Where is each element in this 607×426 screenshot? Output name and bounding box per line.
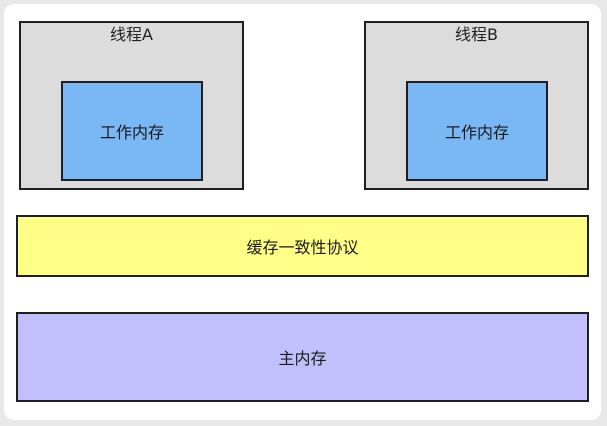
thread-b-box: 线程B 工作内存: [364, 21, 589, 190]
thread-a-title: 线程A: [110, 25, 153, 44]
thread-b-title: 线程B: [455, 25, 498, 44]
cache-coherence-protocol-band: 缓存一致性协议: [16, 215, 589, 277]
thread-b-work-memory: 工作内存: [406, 81, 548, 181]
cache-coherence-protocol-label: 缓存一致性协议: [246, 238, 359, 257]
thread-a-work-memory-label: 工作内存: [99, 123, 164, 142]
main-memory-label: 主内存: [278, 349, 327, 368]
diagram-canvas: 线程A 工作内存 线程B 工作内存 缓存一致性协议 主内存: [4, 4, 601, 420]
thread-a-work-memory: 工作内存: [61, 81, 203, 181]
main-memory-band: 主内存: [16, 312, 589, 402]
thread-b-work-memory-label: 工作内存: [444, 123, 509, 142]
thread-a-box: 线程A 工作内存: [19, 21, 244, 190]
